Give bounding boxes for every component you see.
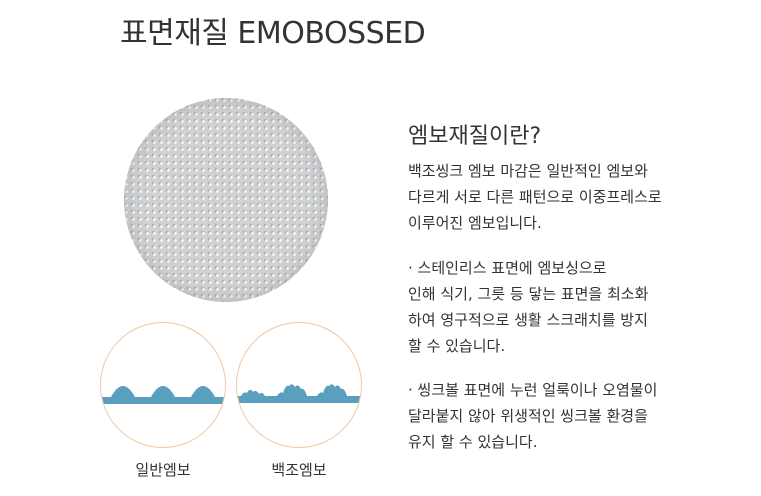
normal-emboss-profile	[101, 386, 225, 404]
normal-emboss-label: 일반엠보	[135, 461, 191, 479]
hygiene-paragraph: · 씽크볼 표면에 누런 얼룩이나 오염물이 달라붙지 않아 위생적인 씽크볼 …	[408, 381, 658, 451]
info-heading: 엠보재질이란?	[408, 124, 542, 149]
baekjo-emboss-diagram	[236, 322, 362, 448]
scratch-prevention-paragraph: · 스테인리스 표면에 엠보싱으로 인해 식기, 그릇 등 닿는 표면을 최소화…	[408, 259, 649, 355]
page-title: 표면재질 EMOBOSSED	[120, 16, 426, 51]
embossed-texture-image	[124, 98, 328, 302]
normal-emboss-diagram	[100, 322, 226, 448]
baekjo-emboss-profile	[237, 384, 361, 403]
description-paragraph: 백조씽크 엠보 마감은 일반적인 엠보와 다르게 서로 다른 패턴으로 이중프레…	[408, 162, 662, 232]
baekjo-emboss-label: 백조엠보	[271, 461, 327, 479]
